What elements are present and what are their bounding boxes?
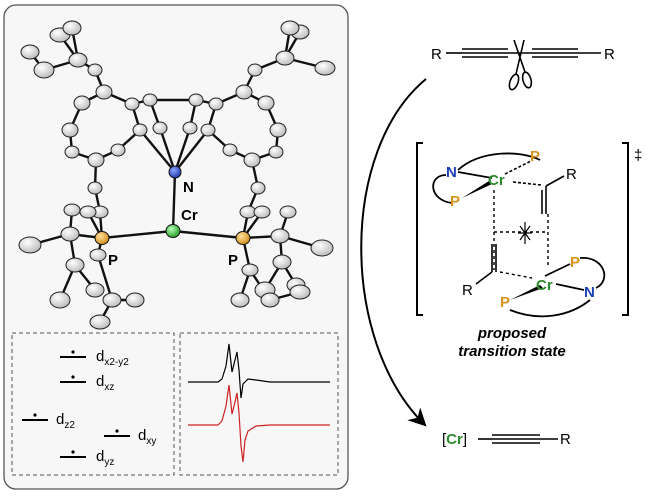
ts-lower-n: N [584,284,595,301]
diyne-r-right: R [604,46,615,63]
diyne-r-left: R [431,46,442,63]
nitrogen-atom [168,165,182,179]
atom-label-p-right: P [228,252,238,269]
product-r: R [560,431,571,448]
carbon-ellipsoids [18,20,336,330]
atom-label-p-left: P [108,252,118,269]
crystal-structure-panel: N Cr P P dx2-y2 dxz [3,4,349,490]
orbital-label-dyz: dyz [96,448,114,468]
orbital-label-dxz: dxz [96,373,114,393]
orbital-label-dz2: dz2 [56,411,75,431]
ts-caption-line2: transition state [458,343,566,360]
ts-upper-p-left: P [450,193,460,210]
ts-upper-r: R [566,166,577,183]
ts-dagger: ‡ [634,147,642,164]
ts-lower-unit: R Cr P N P [462,244,606,318]
atom-label-n: N [183,179,194,196]
phosphorus-atom-right [235,231,251,245]
product-bracket-open: [ [442,431,447,448]
reaction-scheme: R R ‡ [360,39,642,448]
chromium-atom [165,224,181,238]
epr-spectra-box [179,332,339,476]
ts-upper-unit: N Cr P P R [432,148,577,214]
reaction-arrow [360,78,427,427]
ts-lower-p-top: P [570,254,580,271]
ts-lower-p-bottom: P [500,294,510,311]
ts-caption-line1: proposed [477,325,547,342]
product-bracket-close: ] [463,431,467,448]
phosphorus-atom-left [94,231,110,245]
ts-upper-p-top: P [530,148,540,165]
epr-trace-simulated [188,384,330,463]
ts-upper-n: N [446,164,457,181]
ts-lower-r: R [462,282,473,299]
svg-text:[Cr]: [Cr] [442,431,467,448]
diyne-reactant: R R [431,39,615,91]
ts-lower-cr: Cr [536,277,553,294]
product-metal: Cr [446,431,463,448]
ts-brackets [416,142,629,316]
epr-trace-experimental [188,343,330,399]
acetylide-product: [Cr] R [442,431,571,448]
orbital-label-dxy: dxy [138,427,156,447]
breaking-bond-mark [518,222,532,244]
orbital-diagram-box: dx2-y2 dxz dz2 dxy dyz [11,332,175,476]
ts-upper-cr: Cr [488,172,505,189]
orbital-label-dx2y2: dx2-y2 [96,348,129,368]
atom-label-cr: Cr [181,207,198,224]
scissors-icon [508,39,533,91]
